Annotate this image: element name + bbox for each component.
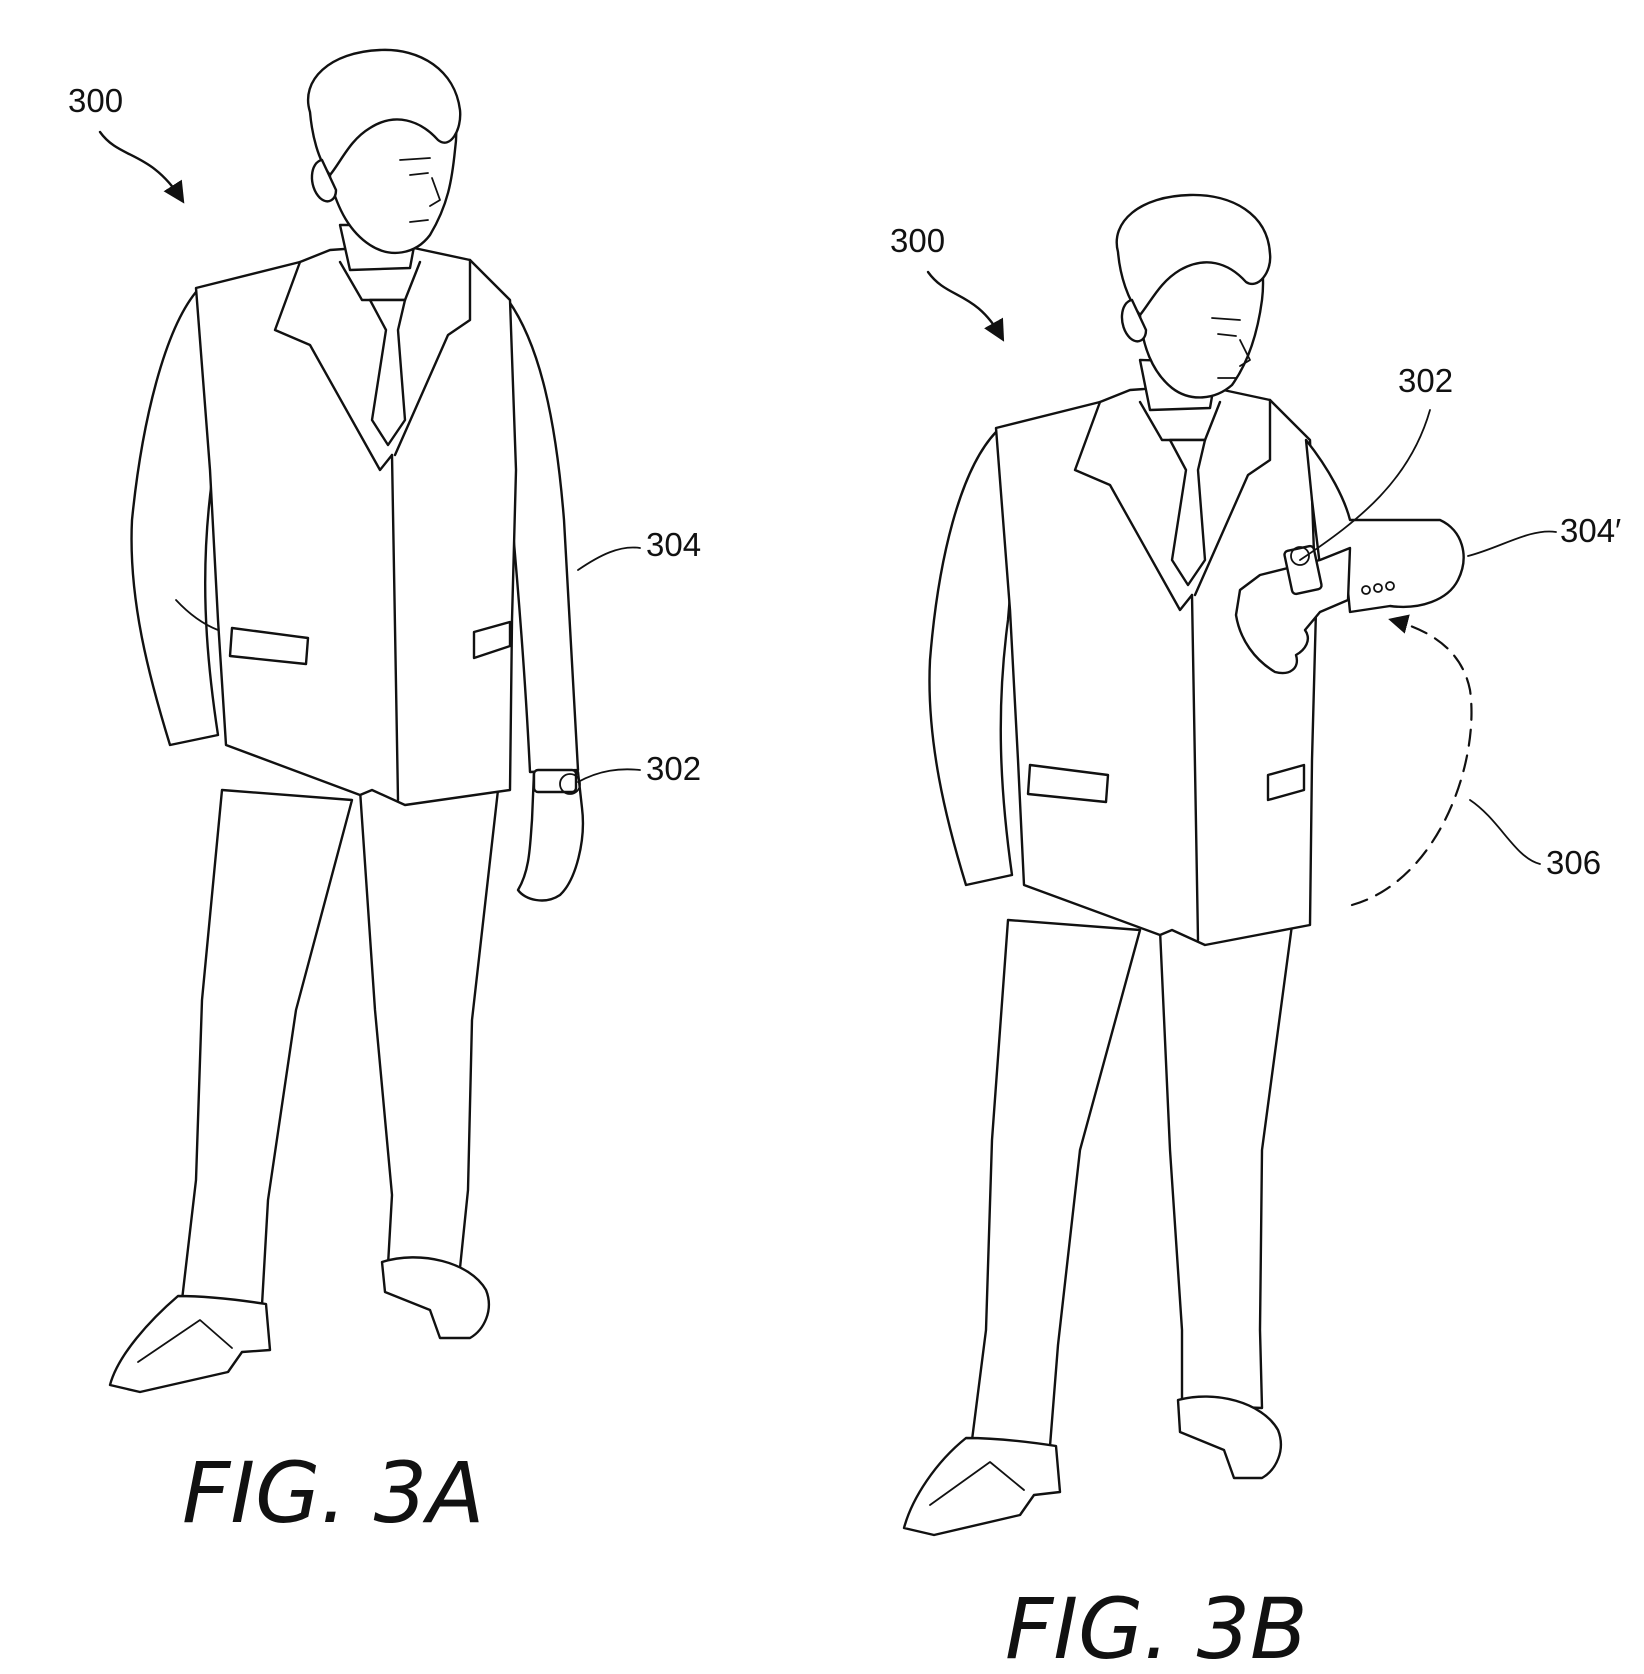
watch-face-b [1290,546,1310,566]
tie-b [1168,438,1207,587]
nose [429,177,441,207]
right-leg-b [970,918,1142,1448]
ref-302-a: 302 [646,750,701,787]
left-hand [516,770,584,902]
leader-302-a [577,768,641,783]
pocket-left [228,626,310,666]
pocket-right-b [1266,763,1306,802]
watch-302-b [1283,544,1323,596]
leader-304 [577,546,641,571]
right-shoe-detail [137,1319,233,1363]
pocket-left-b [1026,763,1110,804]
lapel-left [273,260,394,472]
left-shoe [380,1256,491,1340]
ref-306: 306 [1546,844,1601,881]
pocket-right [472,620,512,660]
leader-302-b [1299,409,1431,561]
cuff-button-3 [1385,581,1395,591]
left-sleeve-304 [506,298,580,774]
ref-304: 304 [646,526,701,563]
right-sleeve-b [928,430,1020,887]
leader-306 [1469,799,1541,865]
right-shoe-b [902,1436,1062,1537]
eye-b [1217,333,1237,337]
eye [409,172,429,176]
mouth [409,219,429,223]
jacket [194,243,518,807]
nose-b [1239,339,1251,367]
ref-300-a-arrow [98,130,185,204]
lapel-left-b [1073,400,1194,612]
ear-b [1120,298,1148,343]
person-standing [108,48,584,1394]
watch-face-a [559,773,581,795]
ref-300-b-arrow [926,270,1005,342]
right-shoe [108,1294,272,1394]
figure-3b: 300 [890,193,1621,1674]
caption-fig-3a: FIG. 3A [182,1444,485,1542]
cuff-button-1 [1361,585,1371,595]
tie [368,298,407,447]
person-checking-watch [902,193,1465,1537]
left-leg [358,788,500,1270]
right-leg [180,788,354,1307]
ref-304-prime: 304′ [1560,512,1621,549]
ref-300-a: 300 [68,82,123,119]
right-shoe-b-detail [929,1461,1025,1506]
lapel-right-b [1193,398,1272,597]
ear [310,158,338,203]
left-leg-b [1158,923,1294,1410]
motion-arc-306 [1350,614,1473,907]
cuff-button-2 [1373,583,1383,593]
jacket-closure [390,453,400,802]
figure-3a: 300 [68,48,701,1542]
lapel-right [393,258,472,457]
sleeve-crease [175,599,219,631]
ref-300-b: 300 [890,222,945,259]
left-shoe-b [1176,1395,1283,1480]
ref-302-b: 302 [1398,362,1453,399]
brow [399,157,431,161]
jacket-closure-b [1190,593,1200,942]
brow-b [1211,317,1241,321]
caption-fig-3b: FIG. 3B [1005,1580,1308,1674]
leader-304-prime [1467,530,1557,557]
right-sleeve [130,290,228,747]
